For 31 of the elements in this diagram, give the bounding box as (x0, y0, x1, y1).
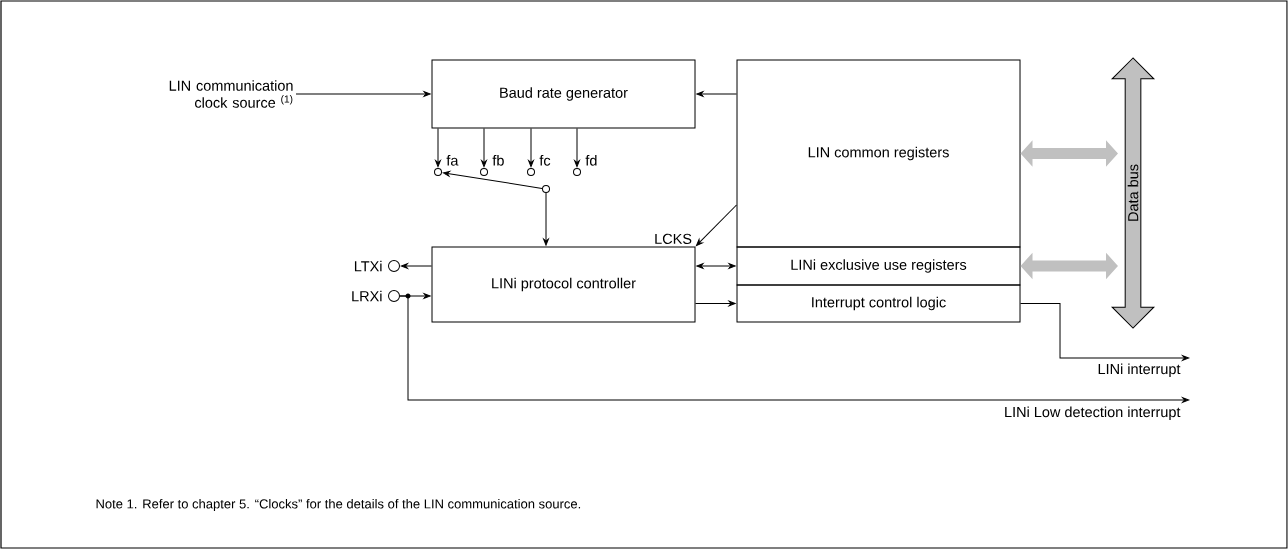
arrow (400, 263, 432, 269)
signal-label: fb (492, 155, 504, 166)
arrow (543, 192, 549, 246)
edge-label: LINi interrupt (1096, 362, 1182, 378)
block-box: LINi protocol controller (431, 246, 696, 323)
edge-label: LCKS (653, 232, 693, 245)
edge-label: LINi Low detection interrupt (1003, 405, 1182, 421)
arrow (696, 91, 737, 97)
note-text: Note 1. Refer to chapter 5. “Clocks” for the details of the LIN communication source. (96, 498, 581, 512)
block-box: Interrupt control logic (736, 284, 1021, 323)
arrow (481, 128, 487, 168)
arrow (574, 128, 580, 168)
signal-label: fd (585, 155, 597, 166)
arrow (295, 91, 431, 97)
arrow (399, 293, 1190, 403)
signal-label: fa (446, 155, 459, 166)
arrow (696, 204, 737, 246)
block-box: LINi exclusive use registers (736, 246, 1021, 286)
switch-arm (442, 170, 543, 189)
arrow (1020, 303, 1190, 361)
arrow (696, 263, 736, 269)
arrow (528, 128, 534, 168)
signal-label: LRXi (352, 290, 382, 302)
block-box: Baud rate generator (431, 59, 696, 129)
input-label: LIN communication clock source $^{(1)}$ (169, 80, 293, 108)
signal-label: fc (539, 155, 551, 166)
signal-label: LTXi (354, 260, 382, 272)
arrow (435, 128, 441, 168)
arrow (695, 300, 736, 307)
block-box: LIN common registers (736, 59, 1021, 248)
switch-contact (542, 185, 550, 193)
